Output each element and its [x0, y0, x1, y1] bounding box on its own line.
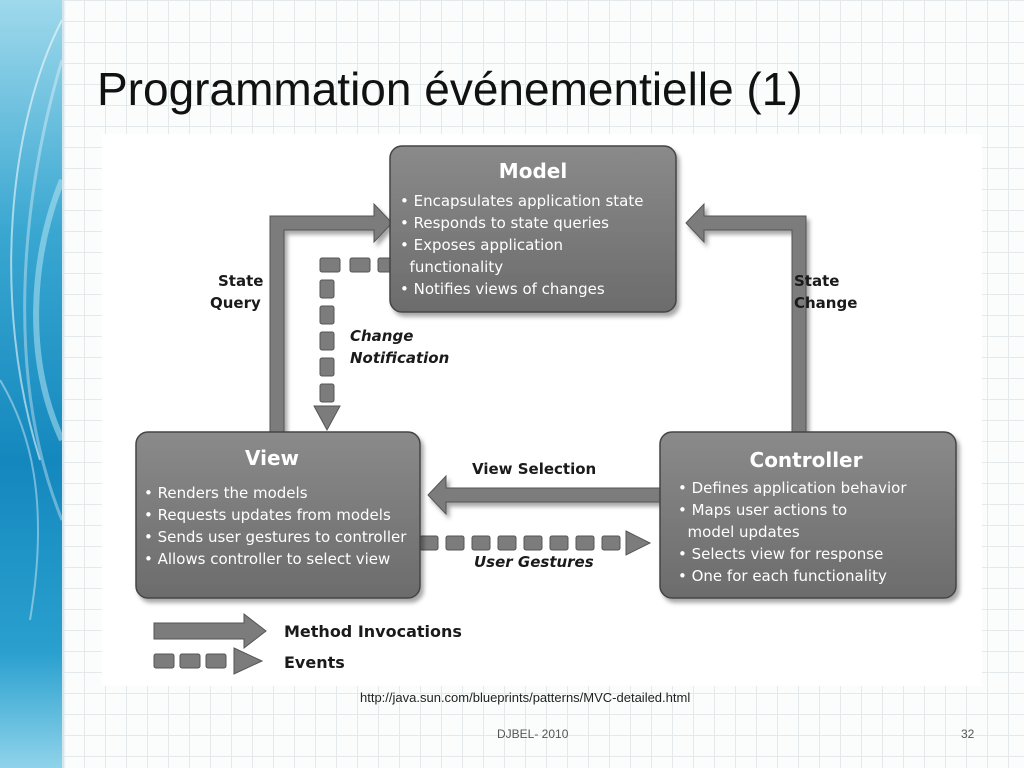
view-line: • Sends user gestures to controller	[144, 528, 407, 546]
view-selection-label: View Selection	[472, 460, 596, 478]
controller-line: • Selects view for response	[678, 545, 883, 563]
method-invocation-legend-arrow	[153, 612, 267, 650]
state-query-label: State	[218, 272, 263, 290]
events-legend-arrow	[153, 647, 264, 675]
model-box: Model • Encapsulates application state •…	[389, 145, 677, 313]
source-url: http://java.sun.com/blueprints/patterns/…	[360, 690, 691, 705]
controller-title: Controller	[750, 448, 863, 472]
band-edge-shadow	[62, 0, 66, 768]
legend-method-invocations: Method Invocations	[284, 622, 462, 641]
state-change-arrow	[685, 202, 807, 435]
side-decoration-band	[0, 0, 62, 768]
model-line: • Exposes application	[400, 236, 563, 254]
view-selection-arrow	[427, 474, 663, 516]
legend-events: Events	[284, 653, 345, 672]
legend: Method Invocations Events	[153, 612, 462, 675]
controller-box: Controller • Defines application behavio…	[659, 431, 957, 599]
controller-line: • Maps user actions to	[678, 501, 847, 519]
state-query-label: Query	[210, 294, 261, 312]
mvc-diagram: Model • Encapsulates application state •…	[102, 134, 982, 686]
model-line: • Responds to state queries	[400, 214, 609, 232]
controller-line: • One for each functionality	[678, 567, 887, 585]
footer-text: DJBEL- 2010	[497, 727, 569, 741]
state-change-label: State	[794, 272, 839, 290]
mvc-diagram-svg: Model • Encapsulates application state •…	[135, 145, 957, 675]
slide-title: Programmation événementielle (1)	[97, 63, 803, 115]
controller-line: model updates	[678, 523, 800, 541]
view-title: View	[245, 446, 299, 470]
controller-line: • Defines application behavior	[678, 479, 907, 497]
user-gestures-label: User Gestures	[474, 553, 594, 571]
state-change-label: Change	[794, 294, 857, 312]
model-title: Model	[499, 159, 567, 183]
view-box: View • Renders the models • Requests upd…	[135, 431, 421, 599]
page-number: 32	[961, 727, 975, 741]
view-line: • Requests updates from models	[144, 506, 391, 524]
view-line: • Renders the models	[144, 484, 308, 502]
model-line: • Notifies views of changes	[400, 280, 605, 298]
user-gestures-arrow	[419, 530, 652, 556]
change-notification-label: Notification	[350, 349, 449, 367]
model-line: • Encapsulates application state	[400, 192, 643, 210]
state-query-arrow	[269, 202, 393, 433]
view-line: • Allows controller to select view	[144, 550, 390, 568]
swoosh-decoration-icon	[0, 19, 62, 621]
change-notification-label: Change	[350, 327, 413, 345]
model-line: functionality	[400, 258, 503, 276]
change-notification-arrow	[313, 257, 393, 432]
